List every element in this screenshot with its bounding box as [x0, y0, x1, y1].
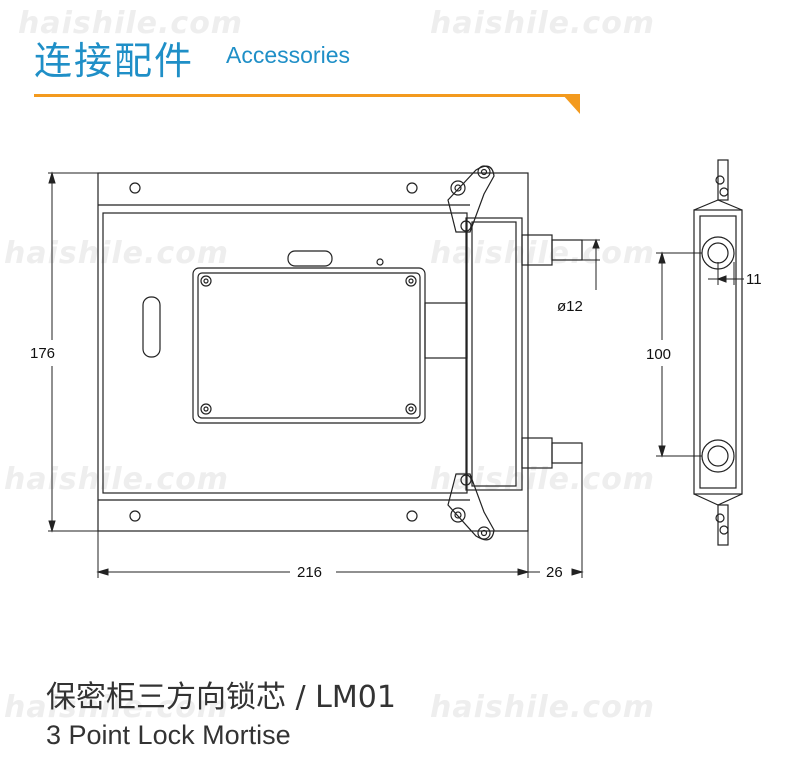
- slot-hole: [287, 250, 333, 267]
- product-name-cn: 保密柜三方向锁芯 / LM01: [46, 680, 396, 715]
- cover-plate: [192, 267, 426, 424]
- side-view: [693, 159, 743, 546]
- linkage-arm-bottom: [447, 473, 495, 541]
- dim-depth-label: 26: [546, 564, 563, 581]
- slot-hole: [142, 296, 161, 358]
- product-name-en: 3 Point Lock Mortise: [46, 720, 291, 750]
- section-title: 连接配件: [34, 39, 195, 83]
- bolt-pin: [521, 437, 553, 469]
- mortise-inner-panel: [102, 212, 468, 494]
- dim-height-label: 176: [30, 345, 55, 362]
- watermark: haishile.com: [18, 6, 244, 41]
- watermark: haishile.com: [430, 690, 656, 725]
- watermark: haishile.com: [430, 6, 656, 41]
- title-divider: [34, 94, 566, 97]
- dim-pin-spacing-label: 100: [646, 346, 671, 363]
- watermark: haishile.com: [4, 236, 230, 271]
- bolt-pin: [521, 234, 553, 266]
- dim-width-label: 216: [297, 564, 322, 581]
- mortise-plate: [97, 172, 529, 532]
- watermark: haishile.com: [4, 462, 230, 497]
- dim-pin-diameter-label: ø12: [557, 298, 583, 315]
- side-view-body: [693, 209, 743, 495]
- dim-pin-offset-label: 11: [746, 271, 762, 288]
- linkage-arm-top: [447, 165, 495, 233]
- front-bar: [465, 217, 523, 491]
- title-divider-corner: [562, 94, 580, 114]
- side-pin-bottom: [701, 439, 735, 473]
- section-subtitle: Accessories: [226, 42, 350, 68]
- watermark: haishile.com: [4, 690, 230, 725]
